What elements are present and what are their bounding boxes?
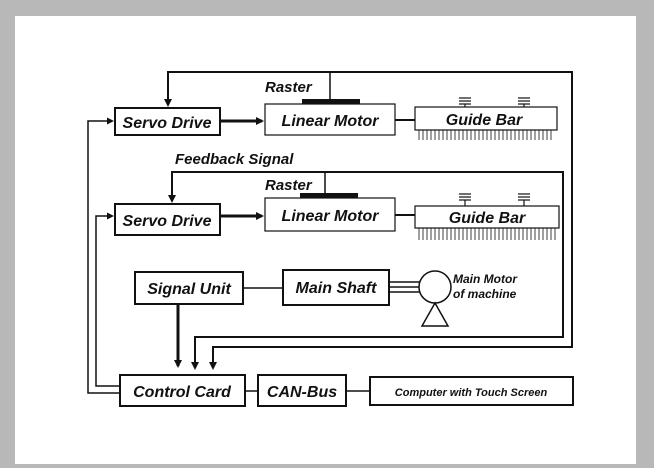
signal-unit-box: Signal Unit <box>134 271 244 305</box>
main-shaft-box: Main Shaft <box>282 269 390 306</box>
feedback-arrow-to-servo2 <box>168 171 325 203</box>
raster-mid-label: Raster <box>265 177 313 194</box>
guide-bar-2-label: Guide Bar <box>449 210 526 227</box>
guide-bar-2-sinker-left <box>459 193 471 206</box>
feedback-arrow-to-servo1 <box>164 71 330 107</box>
shaft-coupling-lines <box>389 281 420 293</box>
guide-bar-2: Guide Bar <box>414 193 560 240</box>
guide-bar-2-sinker-right <box>518 193 530 206</box>
linear-motor-2-label: Linear Motor <box>282 208 380 225</box>
servo-drive-2-label: Servo Drive <box>123 213 212 230</box>
servo-drive-2-box: Servo Drive <box>114 203 221 236</box>
can-bus-box: CAN-Bus <box>257 374 347 407</box>
computer-box: Computer with Touch Screen <box>369 376 574 406</box>
linear-motor-2-box: Linear Motor <box>264 197 396 232</box>
servo-drive-1-label: Servo Drive <box>123 115 212 132</box>
control-card-box: Control Card <box>119 374 246 407</box>
control-line-to-servo1 <box>87 117 120 394</box>
control-line-to-servo2 <box>95 212 120 387</box>
guide-bar-1-needles <box>418 130 552 140</box>
raster-top-scale <box>302 99 360 104</box>
guide-bar-2-needles <box>418 228 556 240</box>
main-motor-symbol <box>418 270 452 327</box>
feedback-line-raster-top <box>209 71 573 370</box>
can-bus-label: CAN-Bus <box>267 384 337 401</box>
control-card-label: Control Card <box>133 384 232 401</box>
guide-bar-1-sinker-right <box>518 97 530 107</box>
linear-motor-1-label: Linear Motor <box>282 113 380 130</box>
servo-drive-1-box: Servo Drive <box>114 107 221 136</box>
linear-motor-1-box: Linear Motor <box>264 103 396 136</box>
main-motor-label-line1: Main Motor <box>453 272 518 286</box>
guide-bar-1: Guide Bar <box>414 97 558 140</box>
signal-unit-label: Signal Unit <box>147 281 231 298</box>
feedback-line-raster-mid <box>191 171 564 370</box>
raster-mid-scale <box>300 193 358 198</box>
main-motor-label-line2: of machine <box>453 287 517 301</box>
main-shaft-label: Main Shaft <box>296 280 378 297</box>
guide-bar-1-label: Guide Bar <box>446 112 523 129</box>
computer-label: Computer with Touch Screen <box>395 387 548 399</box>
guide-bar-1-sinker-left <box>459 97 471 107</box>
raster-top-label: Raster <box>265 79 313 96</box>
feedback-signal-label: Feedback Signal <box>175 151 294 168</box>
